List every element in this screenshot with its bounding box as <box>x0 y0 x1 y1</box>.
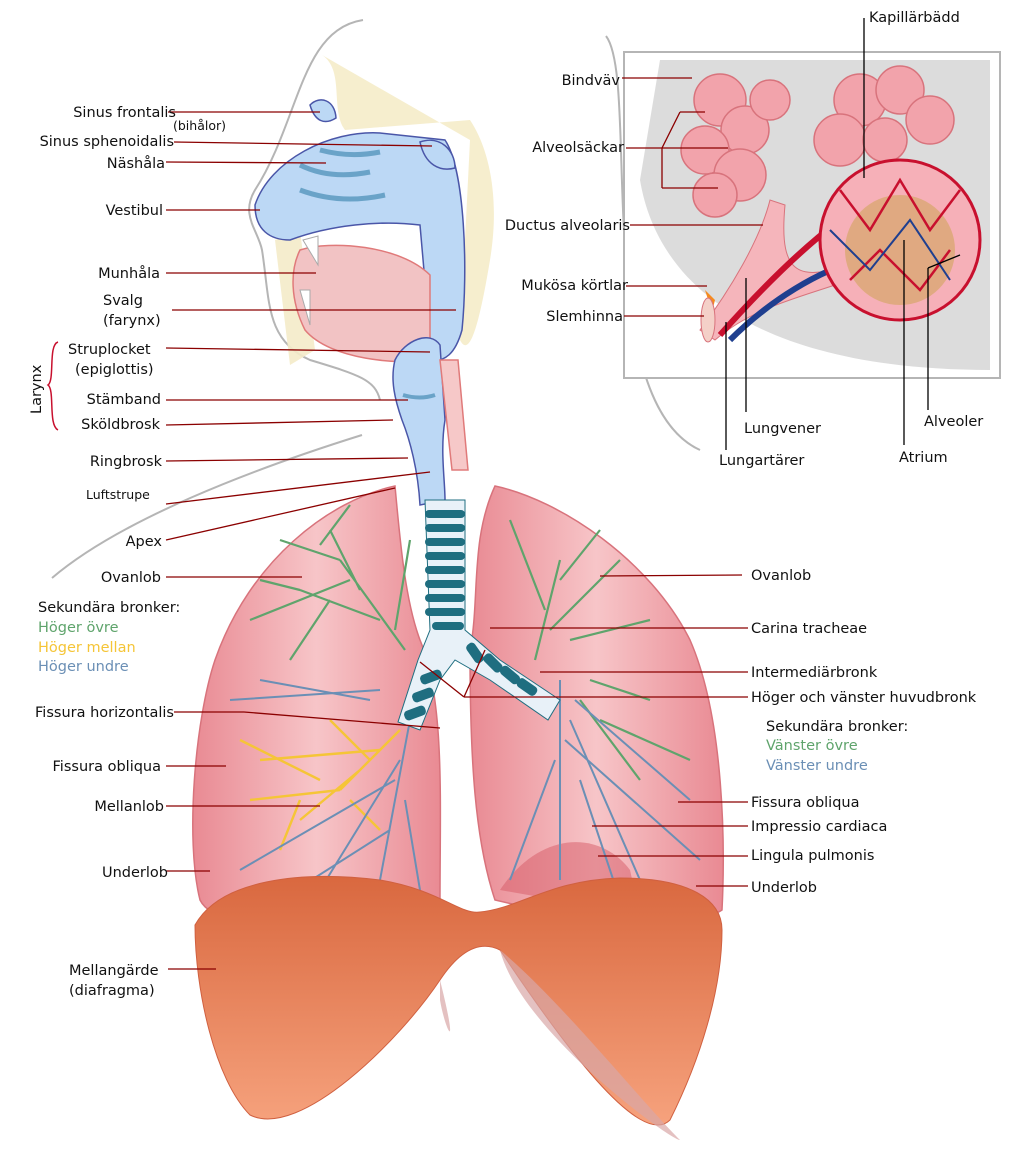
leader-lines-black <box>725 18 961 450</box>
diaphragm <box>194 876 723 1140</box>
label-apex: Apex <box>125 534 162 550</box>
bronchi-upper-right <box>249 504 412 661</box>
label-alveolsackar: Alveolsäckar <box>532 140 624 156</box>
label-kapillarbadd: Kapillärbädd <box>869 10 960 26</box>
label-bindvav: Bindväv <box>561 73 620 89</box>
capillary-bed <box>818 158 982 322</box>
legend-hoger-undre: Höger undre <box>38 659 129 675</box>
label-ringbrosk: Ringbrosk <box>89 454 162 470</box>
label-underlob-right: Underlob <box>751 880 817 896</box>
label-epiglottis: (epiglottis) <box>75 362 154 378</box>
label-slemhinna: Slemhinna <box>546 309 623 325</box>
larynx-shape <box>392 337 469 506</box>
label-skoldbrosk: Sköldbrosk <box>81 417 160 433</box>
label-fissura-obliqua-right: Fissura obliqua <box>751 795 860 811</box>
label-vestibul: Vestibul <box>105 203 163 219</box>
bronchi-lower-right <box>229 679 421 901</box>
legend-vanster-undre: Vänster undre <box>766 758 868 774</box>
leader-lines <box>165 77 763 970</box>
label-lingula-pulmonis: Lingula pulmonis <box>751 848 875 864</box>
label-sinus-sphenoidalis: Sinus sphenoidalis <box>39 134 174 150</box>
label-nashala: Näshåla <box>106 156 165 172</box>
label-lungvener: Lungvener <box>744 421 821 437</box>
legend-hoger-mellan: Höger mellan <box>38 640 136 656</box>
label-sinus-frontalis: Sinus frontalis <box>73 105 176 121</box>
label-larynx: Larynx <box>29 364 45 414</box>
label-bihalor: (bihålor) <box>173 118 227 133</box>
label-ovanlob-left: Ovanlob <box>100 570 161 586</box>
alveoli-inset <box>623 51 1001 379</box>
label-stamband: Stämband <box>86 392 161 408</box>
label-huvudbronk: Höger och vänster huvudbronk <box>751 690 977 706</box>
larynx-brace <box>46 341 59 431</box>
label-fissura-horizontalis: Fissura horizontalis <box>35 705 174 721</box>
label-mellanlob: Mellanlob <box>94 799 164 815</box>
upper-airway <box>254 99 466 363</box>
label-fissura-obliqua-left: Fissura obliqua <box>52 759 161 775</box>
label-lungartarer: Lungartärer <box>719 453 805 469</box>
label-sekundara-bronker-left: Sekundära bronker: <box>38 600 181 616</box>
bronchi-upper-left <box>508 519 691 781</box>
label-diafragma: (diafragma) <box>69 983 155 999</box>
label-mellangarde: Mellangärde <box>69 963 159 979</box>
label-atrium: Atrium <box>899 450 948 466</box>
label-munhala: Munhåla <box>98 266 160 282</box>
legend-vanster-ovre: Vänster övre <box>766 738 858 754</box>
label-mukosa-kortlar: Mukösa körtlar <box>521 278 628 294</box>
label-struplocket: Struplocket <box>68 342 151 358</box>
label-ovanlob-right: Ovanlob <box>751 568 812 584</box>
label-sekundara-bronker-right: Sekundära bronker: <box>766 719 909 735</box>
bronchi-lower-left <box>509 680 701 901</box>
label-alveoler: Alveoler <box>924 414 984 430</box>
label-carina-tracheae: Carina tracheae <box>751 621 868 637</box>
label-farynx: (farynx) <box>103 313 161 329</box>
label-impressio-cardiaca: Impressio cardiaca <box>751 819 888 835</box>
label-svalg: Svalg <box>103 293 143 309</box>
label-intermediarbronk: Intermediärbronk <box>751 665 878 681</box>
mucosa-cut <box>700 297 716 343</box>
trachea-rings <box>404 510 538 721</box>
label-ductus-alveolaris: Ductus alveolaris <box>504 218 630 234</box>
trachea <box>397 499 561 731</box>
label-underlob-left: Underlob <box>102 865 168 881</box>
legend-hoger-ovre: Höger övre <box>38 620 119 636</box>
label-luftstrupe: Luftstrupe <box>86 487 150 502</box>
alveolar-sacs <box>680 65 955 218</box>
